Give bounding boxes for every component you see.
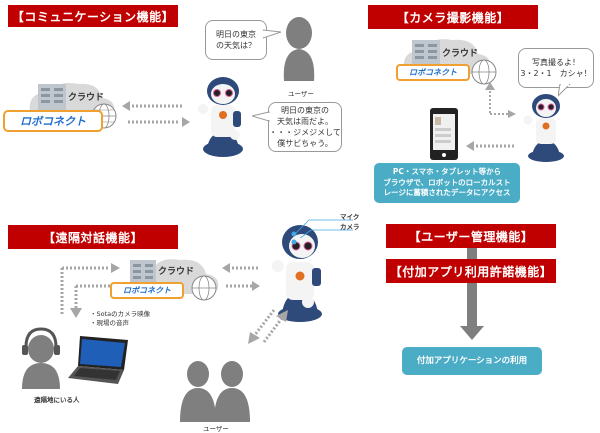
sensor-callout-lines [294, 219, 353, 238]
robot-photo-bubble: 写真撮るよ！ 3・2・1 カシャ！ [518, 48, 594, 88]
dotted-arrow-loop [60, 263, 120, 318]
cloud-label: クラウド [158, 266, 194, 277]
roboconnect-logo: ロボコネクト [3, 110, 103, 132]
sota-robot-icon [523, 94, 564, 162]
bubble-tail [558, 84, 571, 97]
roboconnect-logo: ロボコネクト [110, 282, 184, 299]
communication-title: 【コミュニケーション機能】 [8, 5, 178, 27]
smartphone-icon [430, 108, 458, 160]
remote-person-label: 遠隔地にいる人 [34, 396, 80, 404]
dotted-arrow-left [466, 141, 514, 151]
robot-answer-bubble: 明日の東京の 天気は雨だよ。 ・・・ジメジメして 僕サビちゃう。 [268, 102, 342, 152]
logo-text: ロボコネクト [123, 286, 171, 295]
dotted-arrow-diagonal [248, 309, 288, 344]
user-management-title: 【ユーザー管理機能】 [386, 224, 556, 248]
headset-person-icon [22, 327, 60, 389]
addon-app-usage-box: 付加アプリケーションの利用 [402, 347, 542, 375]
logo-text: ロボコネクト [409, 68, 457, 77]
dotted-arrow-left [222, 263, 260, 291]
cloud-icon: クラウド [130, 259, 219, 301]
roboconnect-logo: ロボコネクト [396, 64, 470, 81]
cloud-label: クラウド [68, 92, 104, 103]
down-arrow-icon [460, 248, 484, 340]
camera-title: 【カメラ撮影機能】 [368, 5, 538, 29]
laptop-icon [68, 336, 128, 384]
remote-dialog-title: 【遠隔対話機能】 [8, 225, 178, 249]
user-label: ユーザー [288, 90, 314, 98]
bubble-tail [252, 111, 270, 122]
dotted-arrow-up-right [485, 82, 516, 118]
bubble-tail [263, 29, 282, 39]
user-question-bubble: 明日の東京 の天気は？ [205, 20, 267, 60]
dotted-arrow-left [122, 101, 190, 127]
user-person-icon [283, 17, 315, 81]
camera-label: カメラ [340, 223, 360, 231]
stream-item: ・現場の音声 [90, 319, 129, 327]
sota-robot-icon [198, 77, 243, 157]
users-group-icon [180, 361, 250, 422]
cloud-label: クラウド [442, 48, 478, 59]
mic-label: マイク [340, 213, 360, 221]
addon-license-title: 【付加アプリ利用許諾機能】 [386, 259, 556, 283]
users-label: ユーザー [203, 425, 229, 433]
logo-text: ロボコネクト [20, 115, 86, 128]
sota-robot-icon [272, 225, 322, 322]
stream-item: ・Sotaのカメラ映像 [90, 310, 151, 318]
browser-access-info: PC・スマホ・タブレット等から ブラウザで、ロボットのローカルスト レージに蓄積… [374, 163, 520, 203]
